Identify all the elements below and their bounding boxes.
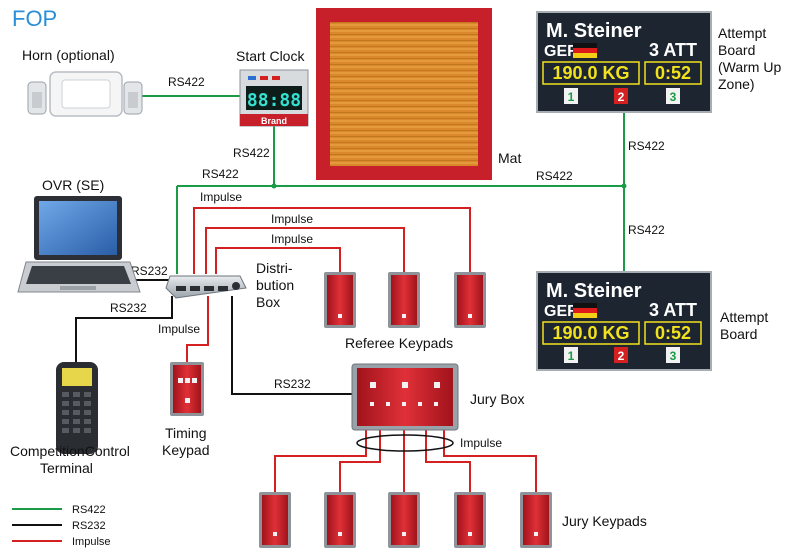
board-light-1: 1 [568, 349, 575, 363]
attempt-board-warmup-label: Attempt Board (Warm Up Zone) [718, 25, 781, 92]
attempt-board-label: Attempt Board [720, 309, 768, 342]
label-rs422-horn: RS422 [168, 75, 205, 89]
jury-keypad [324, 492, 356, 548]
germany-flag-icon [573, 303, 597, 318]
distribution-box-label: Distri- bution Box [256, 260, 294, 310]
rs422-junction [621, 183, 627, 189]
jury-keypad [388, 492, 420, 548]
jury-keypad [259, 492, 291, 548]
legend-label-impulse: Impulse [72, 536, 111, 548]
svg-text:(Warm Up: (Warm Up [718, 59, 781, 75]
svg-text:Keypad: Keypad [162, 442, 209, 458]
horn-device [27, 71, 143, 117]
label-impulse-1: Impulse [200, 190, 242, 204]
board-weight: 190.0 KG [552, 63, 629, 83]
board-attempt: 3 ATT [649, 300, 697, 320]
ovr-label: OVR (SE) [42, 177, 104, 193]
legend-label-rs232: RS232 [72, 520, 106, 532]
rs422-junction [271, 183, 277, 189]
referee-keypads [324, 272, 486, 328]
label-rs232-ovr: RS232 [131, 264, 168, 278]
svg-text:bution: bution [256, 277, 294, 293]
jury-keypads [259, 492, 552, 548]
board-athlete: M. Steiner [546, 20, 642, 42]
attempt-board-warmup: M. Steiner GER 3 ATT 190.0 KG 0:52 1 2 3 [536, 11, 712, 113]
svg-text:Terminal: Terminal [40, 460, 93, 476]
impulse-bundle-ring [356, 434, 454, 452]
start-clock-label: Start Clock [236, 48, 305, 64]
board-athlete: M. Steiner [546, 280, 642, 302]
start-clock-device: 88:88 Brand [239, 69, 309, 127]
legend-label-rs422: RS422 [72, 504, 106, 516]
rs422-lines [132, 95, 625, 274]
board-light-3: 3 [670, 349, 677, 363]
svg-text:CompetitionControl: CompetitionControl [10, 443, 130, 459]
board-weight: 190.0 KG [552, 323, 629, 343]
laptop-icon [17, 196, 141, 293]
label-rs422-board-top: RS422 [628, 139, 665, 153]
referee-keypads-label: Referee Keypads [345, 335, 453, 351]
svg-text:Attempt: Attempt [718, 25, 766, 41]
label-impulse-timing: Impulse [158, 322, 200, 336]
competition-terminal-label: CompetitionControl Terminal [10, 443, 130, 476]
impulse-lines [186, 207, 537, 492]
start-clock-digits: 88:88 [247, 90, 301, 111]
svg-text:Zone): Zone) [718, 76, 755, 92]
timing-keypad-label: Timing Keypad [162, 425, 209, 458]
referee-keypad [324, 272, 356, 328]
timing-keypad-device [170, 362, 204, 416]
label-rs232-terminal: RS232 [110, 301, 147, 315]
board-attempt: 3 ATT [649, 40, 697, 60]
referee-keypad [388, 272, 420, 328]
board-country: GER [544, 43, 579, 60]
jury-keypad [454, 492, 486, 548]
label-rs232-jury: RS232 [274, 377, 311, 391]
label-rs422-main: RS422 [536, 169, 573, 183]
board-light-1: 1 [568, 90, 575, 104]
referee-keypad [454, 272, 486, 328]
svg-text:Board: Board [720, 326, 757, 342]
board-light-2: 2 [618, 349, 625, 363]
mat-label: Mat [498, 150, 521, 166]
distribution-box-device [165, 275, 247, 299]
label-rs422-board-bottom: RS422 [628, 223, 665, 237]
legend: RS422 RS232 Impulse [12, 504, 111, 548]
jury-keypad [520, 492, 552, 548]
attempt-board: M. Steiner GER 3 ATT 190.0 KG 0:52 1 2 3 [536, 271, 712, 371]
jury-box-label: Jury Box [470, 391, 524, 407]
board-light-2: 2 [618, 90, 625, 104]
jury-keypads-label: Jury Keypads [562, 513, 647, 529]
board-time: 0:52 [655, 323, 691, 343]
page-title: FOP [12, 6, 57, 31]
germany-flag-icon [573, 43, 597, 58]
jury-box-device [351, 363, 459, 431]
handheld-terminal-icon [56, 362, 98, 454]
svg-text:Board: Board [718, 42, 755, 58]
svg-text:Attempt: Attempt [720, 309, 768, 325]
label-rs422-clock: RS422 [233, 146, 270, 160]
label-impulse-3: Impulse [271, 232, 313, 246]
mat [316, 8, 492, 180]
label-impulse-2: Impulse [271, 212, 313, 226]
board-light-3: 3 [670, 90, 677, 104]
svg-text:Timing: Timing [165, 425, 207, 441]
svg-text:Box: Box [256, 294, 280, 310]
svg-text:Distri-: Distri- [256, 260, 293, 276]
board-country: GER [544, 303, 579, 320]
label-rs422-ovr: RS422 [202, 167, 239, 181]
start-clock-brand: Brand [261, 116, 287, 126]
horn-label: Horn (optional) [22, 47, 115, 63]
board-time: 0:52 [655, 63, 691, 83]
label-impulse-jury: Impulse [460, 436, 502, 450]
